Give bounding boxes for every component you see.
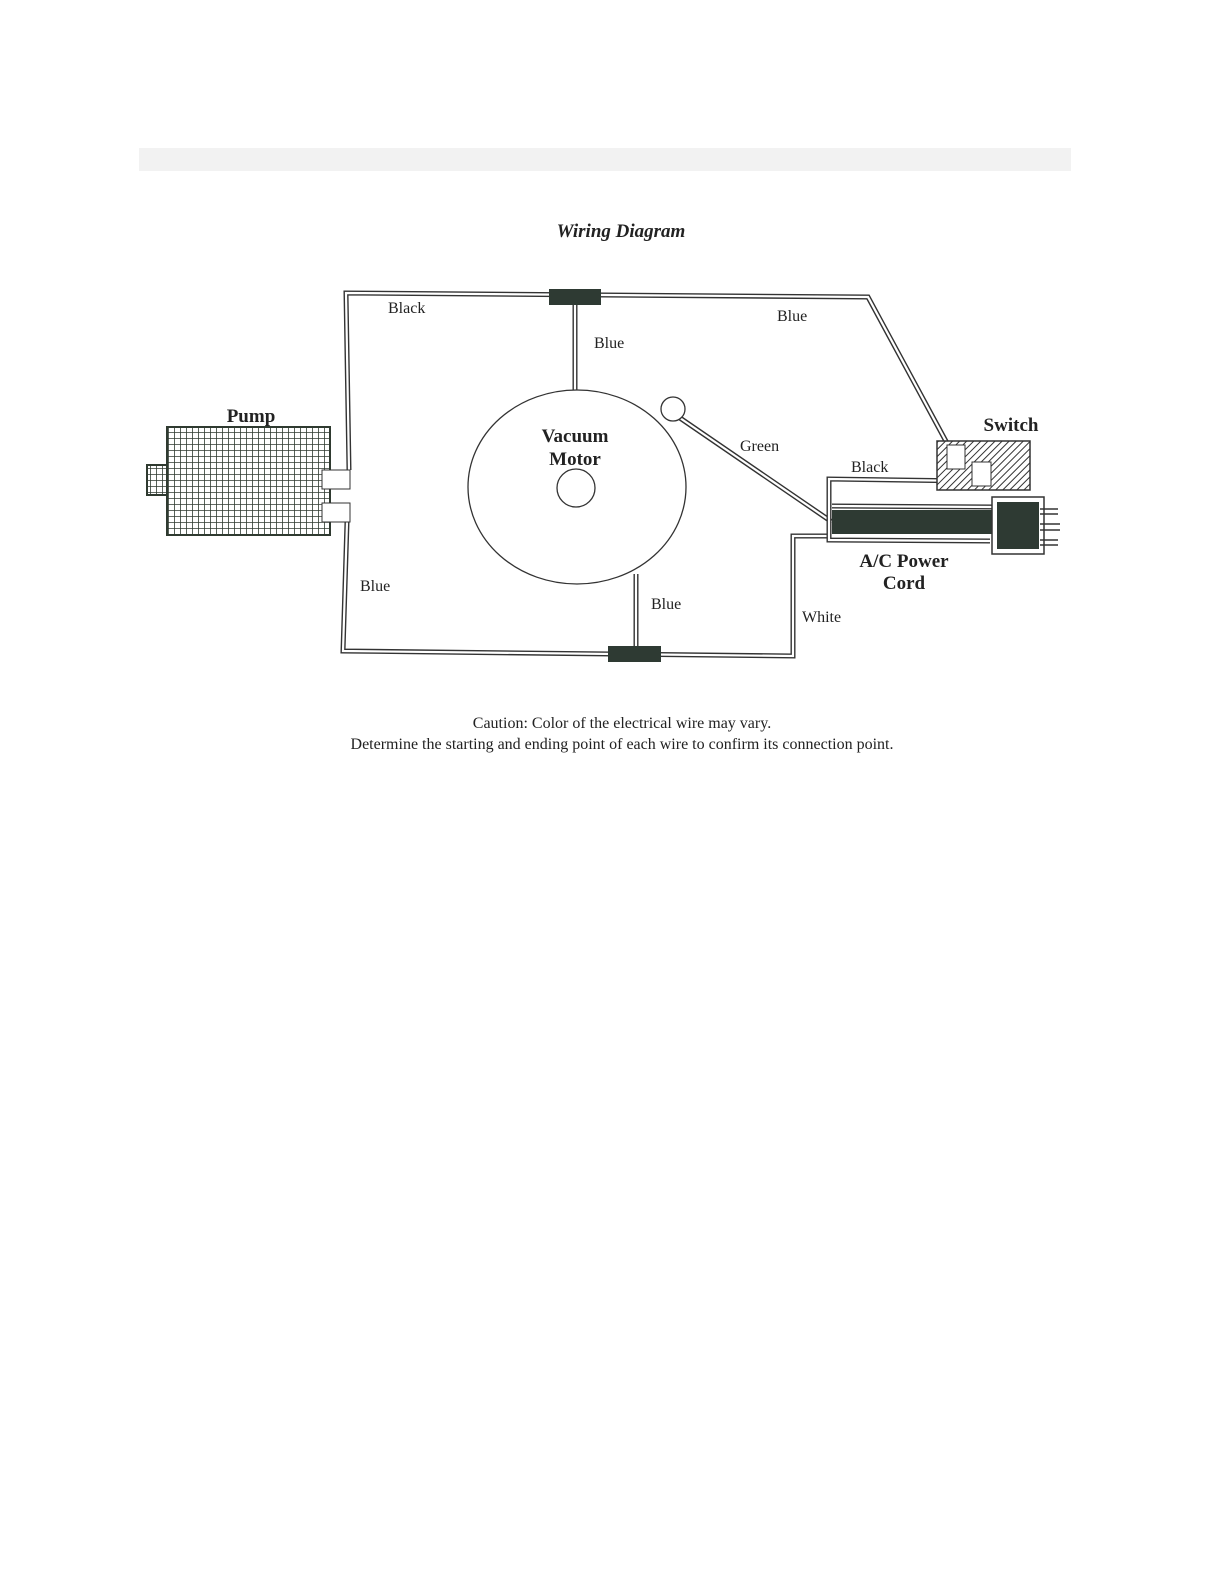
motor-label-2: Motor xyxy=(549,449,601,470)
ground-terminal xyxy=(660,396,686,422)
plug-prongs-icon xyxy=(1040,508,1060,546)
pump-terminal-top xyxy=(321,469,351,490)
diagram-title: Wiring Diagram xyxy=(557,221,686,242)
wire-label-green: Green xyxy=(740,438,779,455)
caution-line-2: Determine the starting and ending point … xyxy=(351,736,894,753)
power-cord-label-1: A/C Power xyxy=(859,551,949,572)
connector-top xyxy=(549,289,601,305)
wire-label-blue-motor-top: Blue xyxy=(594,335,624,352)
power-cord xyxy=(832,496,1060,555)
wires xyxy=(340,290,996,659)
motor-label-1: Vacuum xyxy=(542,426,609,447)
wire-label-white: White xyxy=(802,609,841,626)
power-cord-label-2: Cord xyxy=(883,573,926,594)
switch xyxy=(936,440,1031,491)
header-bar xyxy=(139,148,1071,171)
caution-line-1: Caution: Color of the electrical wire ma… xyxy=(473,715,771,732)
wire-label-blue-top: Blue xyxy=(777,308,807,325)
pump-label: Pump xyxy=(227,406,276,427)
pump-terminal-bottom xyxy=(321,502,351,523)
pump xyxy=(146,426,351,536)
connector-bottom xyxy=(608,646,661,662)
switch-label: Switch xyxy=(984,415,1039,436)
wire-label-blue-bottom: Blue xyxy=(360,578,390,595)
wire-label-blue-motor-bottom: Blue xyxy=(651,596,681,613)
wire-label-black-top: Black xyxy=(388,300,425,317)
wire-label-black-switch: Black xyxy=(851,459,888,476)
vacuum-motor xyxy=(467,389,687,585)
